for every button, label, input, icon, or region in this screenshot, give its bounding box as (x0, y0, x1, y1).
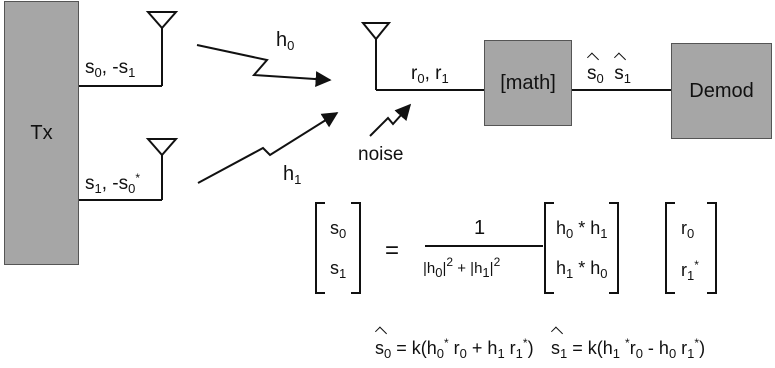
noise-label: noise (358, 144, 404, 165)
tx-block: Tx (4, 1, 79, 265)
antenna-icon (145, 138, 179, 157)
tx-symbols-bottom: s1, -s0* (85, 171, 141, 196)
rx-symbols: r0, r1 (411, 63, 449, 86)
lightning-arrow-icon (197, 112, 339, 184)
noise-arrow-icon (369, 103, 412, 137)
equals-sign: 1 (474, 217, 486, 239)
matrix-lhs-s1: s1 (330, 258, 347, 281)
tx-antenna-bottom (79, 138, 179, 201)
fraction-denominator: |h0|2 + |h1|2 (423, 255, 501, 280)
antenna-icon (360, 22, 392, 41)
matrix-mid-row2: h1 * h0 (556, 258, 608, 281)
channel-h0-label: h0 (276, 29, 295, 53)
math-block: [math] (484, 40, 572, 126)
antenna-icon (145, 11, 179, 30)
matrix-rhs-r0: r0 (681, 218, 695, 241)
tx-antenna-top (79, 11, 179, 87)
rx-antenna (360, 22, 484, 91)
lightning-arrow-icon (196, 44, 332, 88)
estimate-eq-s1: s1 = k(h1 *r0 - h0 r1*) (551, 336, 706, 361)
tx-symbols-top: s0, -s1 (85, 57, 136, 80)
math-label: [math] (500, 71, 556, 94)
demod-block: Demod (671, 43, 772, 139)
channel-h1-label: h1 (283, 163, 302, 187)
estimate-eq-s0: s0 = k(h0* r0 + h1 r1*) (375, 336, 534, 361)
matrix-brackets (315, 202, 717, 294)
matrix-rhs-r1: r1* (681, 258, 699, 283)
matrix-lhs-s0: s0 (330, 218, 347, 241)
tx-label: Tx (30, 121, 53, 144)
matrix-mid-row1: h0 * h1 (556, 218, 608, 241)
demod-label: Demod (689, 79, 754, 102)
equals-operator: = (385, 237, 400, 264)
estimate-labels: s0 s1 (587, 63, 632, 86)
